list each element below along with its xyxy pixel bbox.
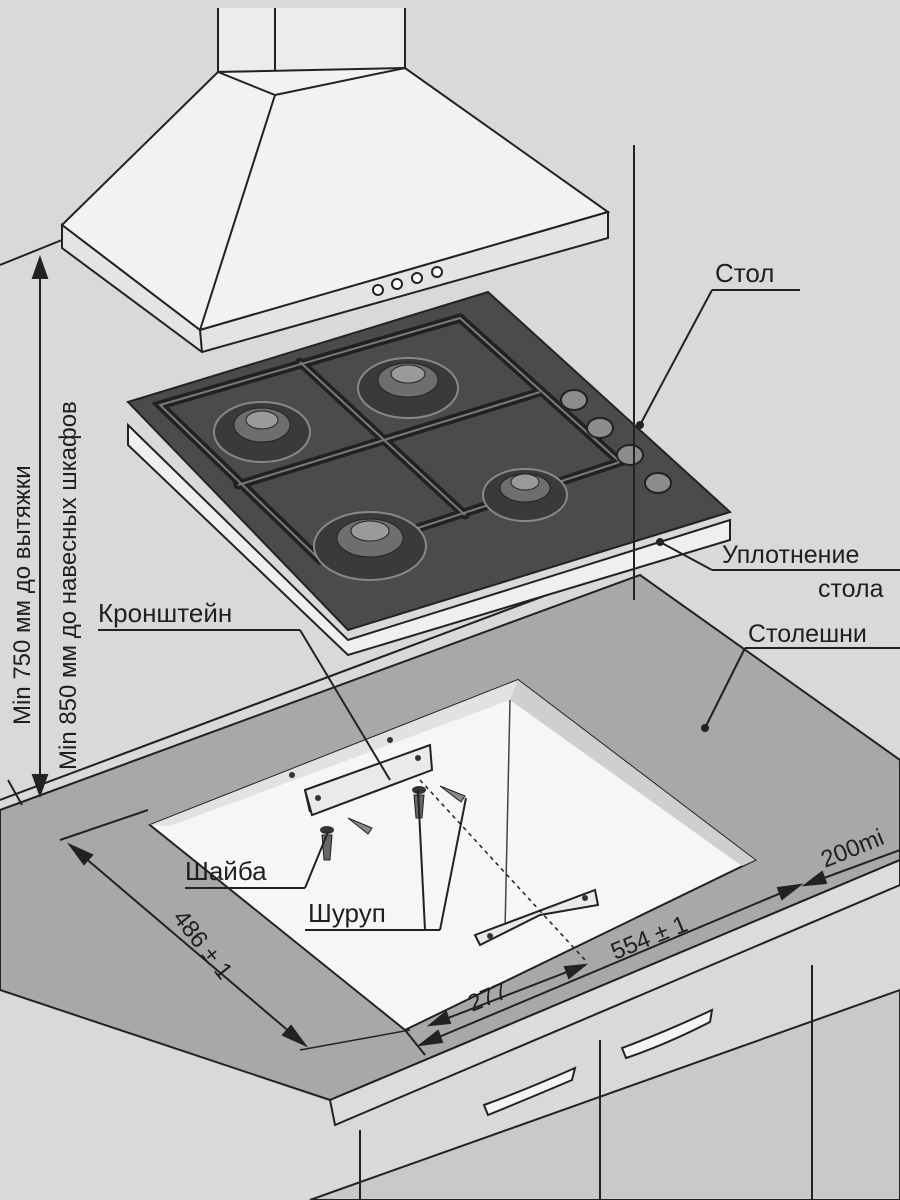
washer-screw-parts bbox=[320, 785, 466, 861]
dimension-depth bbox=[59, 809, 411, 1051]
label-countertop: Столешни bbox=[748, 620, 867, 648]
label-seal-line2: стола bbox=[818, 575, 884, 603]
mounting-bracket bbox=[289, 737, 434, 817]
range-hood bbox=[60, 8, 611, 354]
label-min-cabinets: Min 850 мм до навесных шкафов bbox=[55, 401, 82, 770]
label-washer: Шайба bbox=[185, 856, 267, 886]
burner bbox=[357, 357, 459, 419]
burner bbox=[313, 511, 427, 581]
burner bbox=[482, 468, 568, 522]
cabinet-handle bbox=[482, 1066, 577, 1117]
dimension-width bbox=[404, 883, 804, 1056]
cabinet-handle bbox=[620, 1008, 714, 1060]
control-knobs bbox=[560, 389, 672, 494]
mounting-bracket-2 bbox=[473, 888, 600, 947]
hood-buttons bbox=[372, 266, 443, 296]
dimension-side bbox=[801, 849, 900, 887]
label-table: Стол bbox=[715, 258, 774, 288]
burner bbox=[213, 401, 311, 463]
label-screw: Шуруп bbox=[308, 898, 386, 928]
label-min-hood: Min 750 мм до вытяжки bbox=[9, 465, 36, 725]
gas-hob bbox=[126, 290, 732, 657]
countertop bbox=[0, 573, 900, 1127]
leader-lines bbox=[98, 145, 900, 931]
dimension-half bbox=[419, 779, 589, 1027]
label-bracket: Кронштейн bbox=[98, 598, 232, 628]
cabinet bbox=[309, 965, 900, 1200]
dimension-vertical bbox=[7, 254, 49, 806]
label-seal: Уплотнение bbox=[722, 541, 859, 569]
